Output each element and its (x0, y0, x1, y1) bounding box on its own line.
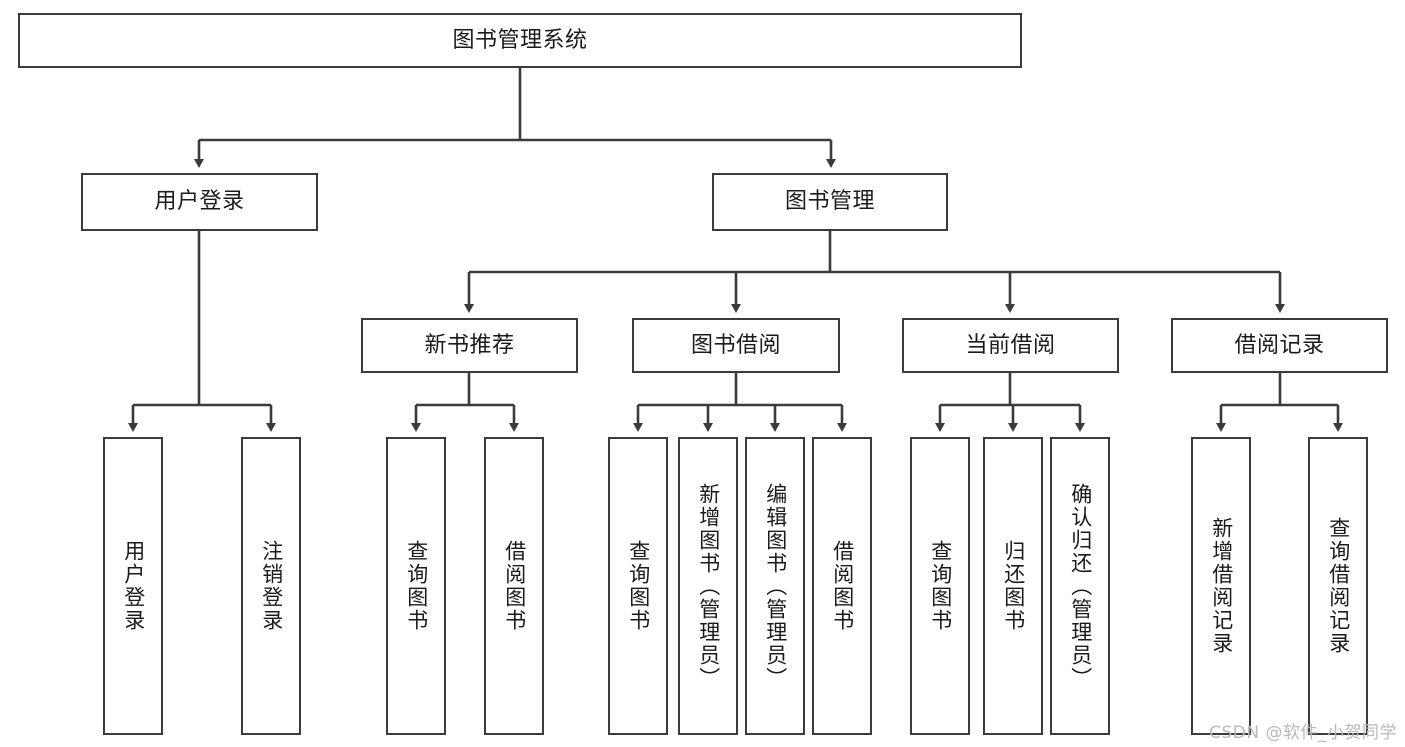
node-leaf-query-book-rec[interactable]: 查询图书 (386, 437, 446, 735)
node-leaf-edit-book[interactable]: 编辑图书（管理员） (745, 437, 805, 735)
node-leaf-return-book[interactable]: 归还图书 (983, 437, 1043, 735)
node-leaf-borrow-book-rec[interactable]: 借阅图书 (484, 437, 544, 735)
node-new-book-recommend[interactable]: 新书推荐 (361, 318, 578, 373)
node-leaf-query-record[interactable]: 查询借阅记录 (1308, 437, 1368, 735)
node-current-borrow-label: 当前借阅 (965, 332, 1056, 358)
node-leaf-query-book-cur[interactable]: 查询图书 (910, 437, 970, 735)
node-leaf-confirm-return[interactable]: 确认归还（管理员） (1050, 437, 1110, 735)
node-leaf-confirm-return-label: 确认归还（管理员） (1068, 482, 1093, 690)
node-user-login[interactable]: 用户登录 (81, 173, 318, 231)
node-leaf-logout[interactable]: 注销登录 (241, 437, 301, 735)
node-book-manage[interactable]: 图书管理 (712, 173, 948, 231)
csdn-watermark: CSDN @软件_小贺同学 (1209, 723, 1397, 743)
node-leaf-user-login-label: 用户登录 (121, 540, 146, 632)
node-leaf-query-book-rec-label: 查询图书 (404, 540, 429, 632)
node-leaf-query-book-borrow[interactable]: 查询图书 (608, 437, 668, 735)
node-user-login-label: 用户登录 (154, 189, 245, 215)
node-root-label: 图书管理系统 (452, 27, 588, 53)
node-leaf-logout-label: 注销登录 (259, 540, 284, 632)
node-leaf-user-login[interactable]: 用户登录 (103, 437, 163, 735)
node-borrow-record-label: 借阅记录 (1234, 332, 1325, 358)
node-book-borrow[interactable]: 图书借阅 (632, 318, 840, 373)
node-root[interactable]: 图书管理系统 (18, 13, 1022, 68)
node-leaf-borrow-book-label: 借阅图书 (830, 540, 855, 632)
node-leaf-add-record[interactable]: 新增借阅记录 (1191, 437, 1251, 735)
node-book-manage-label: 图书管理 (784, 189, 875, 215)
node-leaf-borrow-book-rec-label: 借阅图书 (502, 540, 527, 632)
node-leaf-query-record-label: 查询借阅记录 (1326, 517, 1351, 655)
node-leaf-borrow-book[interactable]: 借阅图书 (812, 437, 872, 735)
node-leaf-return-book-label: 归还图书 (1001, 540, 1026, 632)
node-borrow-record[interactable]: 借阅记录 (1171, 318, 1388, 373)
node-leaf-query-book-borrow-label: 查询图书 (626, 540, 651, 632)
node-new-book-recommend-label: 新书推荐 (424, 332, 515, 358)
node-leaf-add-record-label: 新增借阅记录 (1209, 517, 1234, 655)
node-leaf-add-book[interactable]: 新增图书（管理员） (678, 437, 738, 735)
node-leaf-query-book-cur-label: 查询图书 (928, 540, 953, 632)
node-current-borrow[interactable]: 当前借阅 (902, 318, 1119, 373)
node-leaf-edit-book-label: 编辑图书（管理员） (763, 482, 788, 690)
node-book-borrow-label: 图书借阅 (690, 332, 781, 358)
node-leaf-add-book-label: 新增图书（管理员） (696, 482, 721, 690)
